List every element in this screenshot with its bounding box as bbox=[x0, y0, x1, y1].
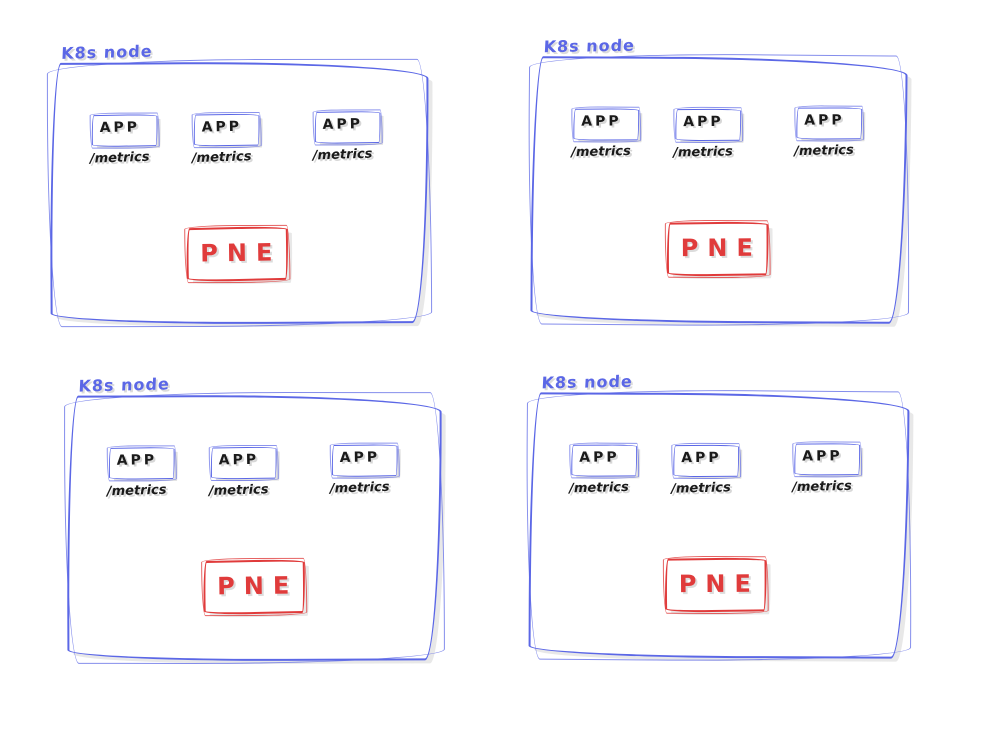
app-label: APP bbox=[201, 118, 243, 136]
app-pod: APP /metrics bbox=[791, 443, 861, 496]
metrics-endpoint-label: /metrics bbox=[670, 480, 731, 497]
k8s-node-box: K8s node APP /metrics APP /metrics APP /… bbox=[528, 372, 910, 659]
k8s-node-box: K8s node APP /metrics APP /metrics APP /… bbox=[66, 374, 443, 662]
k8s-node-label: K8s node bbox=[541, 371, 634, 393]
app-label: APP bbox=[579, 449, 620, 466]
app-pod: APP /metrics bbox=[106, 446, 175, 500]
app-label: APP bbox=[804, 112, 845, 129]
app-label: APP bbox=[99, 119, 141, 136]
app-label: APP bbox=[683, 113, 724, 131]
app-pod: APP /metrics bbox=[329, 444, 398, 497]
app-box: APP bbox=[331, 444, 398, 478]
app-box: APP bbox=[675, 108, 742, 142]
app-label: APP bbox=[218, 451, 260, 469]
metrics-endpoint-label: /metrics bbox=[571, 143, 631, 161]
app-pod: APP /metrics bbox=[670, 444, 740, 497]
pne-exporter-box: PNE bbox=[664, 557, 768, 613]
metrics-endpoint-label: /metrics bbox=[208, 482, 269, 500]
app-label: APP bbox=[681, 449, 722, 467]
metrics-endpoint-label: /metrics bbox=[312, 146, 373, 164]
app-label: APP bbox=[581, 113, 622, 130]
pne-label: PNE bbox=[200, 238, 282, 268]
app-box: APP bbox=[210, 446, 277, 480]
k8s-node-label: K8s node bbox=[60, 41, 153, 63]
app-box: APP bbox=[673, 444, 740, 478]
k8s-node-box: K8s node APP /metrics APP /metrics APP /… bbox=[530, 36, 908, 324]
app-label: APP bbox=[802, 448, 843, 465]
app-box: APP bbox=[571, 444, 638, 477]
app-pod: APP /metrics bbox=[571, 108, 640, 161]
k8s-node-label: K8s node bbox=[78, 374, 171, 396]
metrics-endpoint-label: /metrics bbox=[568, 479, 629, 497]
k8s-node-box: K8s node APP /metrics APP /metrics APP /… bbox=[49, 41, 430, 325]
app-pod: APP /metrics bbox=[191, 113, 260, 167]
app-box: APP bbox=[573, 108, 640, 141]
app-pod: APP /metrics bbox=[208, 446, 277, 500]
app-box: APP bbox=[314, 110, 381, 144]
metrics-endpoint-label: /metrics bbox=[791, 478, 852, 496]
app-pod: APP /metrics bbox=[673, 108, 742, 161]
metrics-endpoint-label: /metrics bbox=[89, 149, 150, 167]
metrics-endpoint-label: /metrics bbox=[673, 144, 733, 161]
app-pod: APP /metrics bbox=[568, 444, 638, 497]
app-label: APP bbox=[339, 449, 381, 466]
app-box: APP bbox=[796, 107, 863, 140]
app-box: APP bbox=[794, 443, 861, 476]
pne-exporter-box: PNE bbox=[202, 558, 306, 616]
metrics-endpoint-label: /metrics bbox=[191, 149, 252, 167]
app-pod: APP /metrics bbox=[89, 114, 158, 167]
pne-label: PNE bbox=[680, 233, 762, 263]
app-box: APP bbox=[91, 114, 158, 148]
app-box: APP bbox=[108, 446, 175, 480]
app-box: APP bbox=[193, 113, 260, 147]
app-label: APP bbox=[116, 452, 158, 469]
pne-exporter-box: PNE bbox=[666, 221, 770, 277]
app-pod: APP /metrics bbox=[794, 107, 863, 160]
metrics-endpoint-label: /metrics bbox=[106, 482, 167, 500]
pne-label: PNE bbox=[678, 569, 760, 599]
app-pod: APP /metrics bbox=[312, 110, 381, 164]
pne-exporter-box: PNE bbox=[185, 225, 289, 283]
app-label: APP bbox=[322, 116, 364, 133]
metrics-endpoint-label: /metrics bbox=[329, 479, 390, 497]
pne-label: PNE bbox=[217, 571, 299, 601]
metrics-endpoint-label: /metrics bbox=[794, 142, 854, 160]
k8s-node-label: K8s node bbox=[543, 35, 636, 57]
